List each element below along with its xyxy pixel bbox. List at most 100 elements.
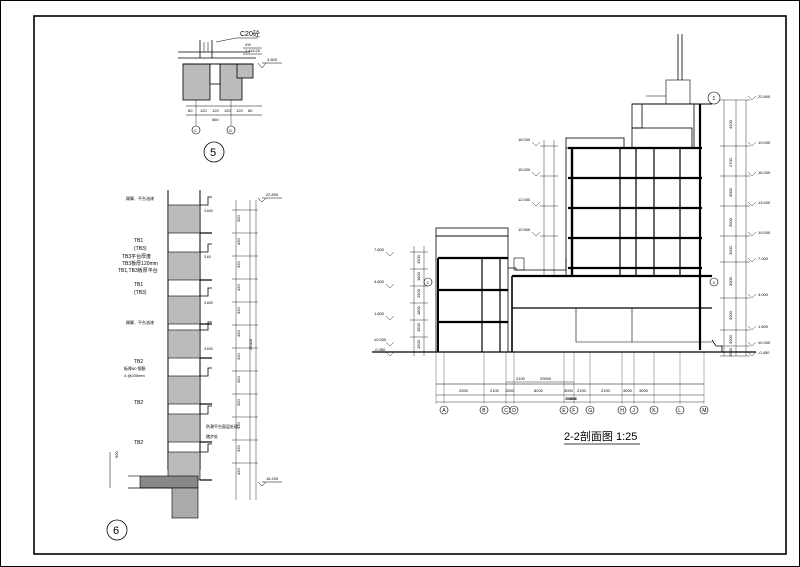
level-mark (385, 351, 395, 357)
detail5-axis-d: D (229, 128, 232, 133)
section-marker-1 (707, 91, 721, 105)
left-dim: 1500 (416, 288, 421, 298)
bottom-label: 20000 (540, 376, 552, 381)
detail5-side-label-2: 1.44C20 (245, 48, 261, 53)
detail6-vertical-total: 26400 (248, 338, 253, 350)
axis-label: A (442, 408, 446, 414)
dim-value: 420 (236, 468, 241, 475)
side-level: 3.60 (204, 255, 211, 259)
right-level: 16.000 (758, 170, 771, 175)
axis-label: K (652, 408, 656, 414)
detail6-beam-note-10: 4 @200mm (124, 373, 145, 378)
section-marker-3-label: 3 (713, 280, 716, 285)
right-dim: 3000 (728, 217, 733, 227)
stair-slab (167, 329, 201, 359)
axis-bubble (617, 405, 627, 415)
section-marker-2 (423, 277, 433, 287)
level-mark (531, 231, 541, 237)
axis-label: C (504, 408, 508, 414)
left-dim: 1800 (416, 271, 421, 281)
detail6-wall-note-2: 踢脚、平台油漆 (126, 319, 154, 325)
detail-5: C20砼 4% 1.44C20 4.600 60 120 120 120 120… (178, 29, 282, 163)
axis-label: E (562, 408, 566, 414)
level-mark (747, 325, 757, 331)
stair-step (200, 243, 212, 253)
detail6-left-dim: 600 (114, 451, 119, 458)
detail5-dim-2: 120 (200, 108, 207, 113)
axis-bubble (509, 405, 519, 415)
level-mark (747, 95, 757, 101)
detail5-dim-1: 60 (188, 108, 193, 113)
bottom-dim: 2100 (490, 388, 500, 393)
bottom-dim: 3000 (564, 388, 574, 393)
dim-value: 420 (236, 422, 241, 429)
left-level: 4.600 (374, 279, 385, 284)
axis-bubble (479, 405, 489, 415)
stair-slab (167, 295, 201, 325)
level-mark (531, 201, 541, 207)
detail5-dim-4: 120 (224, 108, 231, 113)
mid-level: 10.500 (518, 227, 531, 232)
dim-value: 420 (236, 330, 241, 337)
detail6-beam-note-1: TB1 (134, 238, 143, 244)
detail6-beam-note-9: 板厚80 钢筋 (124, 365, 146, 371)
axis-label: M (702, 408, 706, 414)
dim-value: 320 (236, 399, 241, 406)
right-level: 1.500 (758, 324, 769, 329)
level-mark (747, 257, 757, 263)
level-mark (747, 141, 757, 147)
detail6-beam-note-6: TB1 (134, 282, 143, 288)
level-mark (747, 351, 757, 357)
detail6-number: 6 (113, 525, 119, 537)
stair-step (200, 405, 212, 415)
side-level: 3.600 (204, 301, 213, 305)
detail5-axis-c: C (194, 128, 197, 133)
dim-value: 320 (236, 307, 241, 314)
stair-slab (167, 413, 201, 443)
left-level: 7.600 (374, 247, 385, 252)
detail5-total-dim: 560 (212, 117, 219, 122)
level-mark (385, 315, 395, 321)
axis-bubble-c (191, 125, 201, 135)
right-dim: 3000 (728, 334, 733, 344)
bottom-dim: 1500 (505, 388, 515, 393)
detail6-wall-note-3: 防潮平台面层处理 (206, 423, 238, 429)
left-level: -0.450 (374, 347, 386, 352)
detail6-beam-note-12: TB2 (134, 440, 143, 446)
detail5-dim-5: 120 (236, 108, 243, 113)
detail6-beam-note-4: TB3板厚120mm (122, 260, 158, 267)
axis-label: H (620, 408, 624, 414)
axis-bubble (585, 405, 595, 415)
axis-label: L (678, 408, 681, 414)
stair-step (200, 443, 212, 453)
right-dim: 2700 (728, 157, 733, 167)
detail6-beam-note-3: TB3平台厚度 (122, 253, 151, 260)
right-level: 19.000 (758, 140, 771, 145)
axis-bubble (439, 405, 449, 415)
right-dim: 4200 (728, 119, 733, 129)
dim-value: 420 (236, 376, 241, 383)
left-dim: 1500 (416, 339, 421, 349)
axis-label: G (588, 408, 592, 414)
axis-bubble-d (226, 125, 236, 135)
right-level: 10.000 (758, 230, 771, 235)
left-level: ±0.000 (374, 337, 387, 342)
left-dim: 1500 (416, 322, 421, 332)
right-dim: 1500 (728, 347, 733, 357)
mid-level: 15.000 (518, 167, 531, 172)
dim-value: 320 (236, 445, 241, 452)
sheet-border-inner (33, 15, 787, 555)
right-dim: 3000 (728, 310, 733, 320)
right-level: 7.000 (758, 256, 769, 261)
section-total-dim: 29600 (566, 396, 578, 401)
detail6-level-top: 22.800 (266, 192, 279, 197)
axis-bubble (675, 405, 685, 415)
right-dim: 3000 (728, 245, 733, 255)
detail6-beam-note-5: TB1,TB3板厚平台 (118, 267, 158, 274)
detail5-number: 5 (210, 147, 216, 159)
stair-step (200, 321, 212, 331)
level-mark (747, 171, 757, 177)
axis-bubble (559, 405, 569, 415)
